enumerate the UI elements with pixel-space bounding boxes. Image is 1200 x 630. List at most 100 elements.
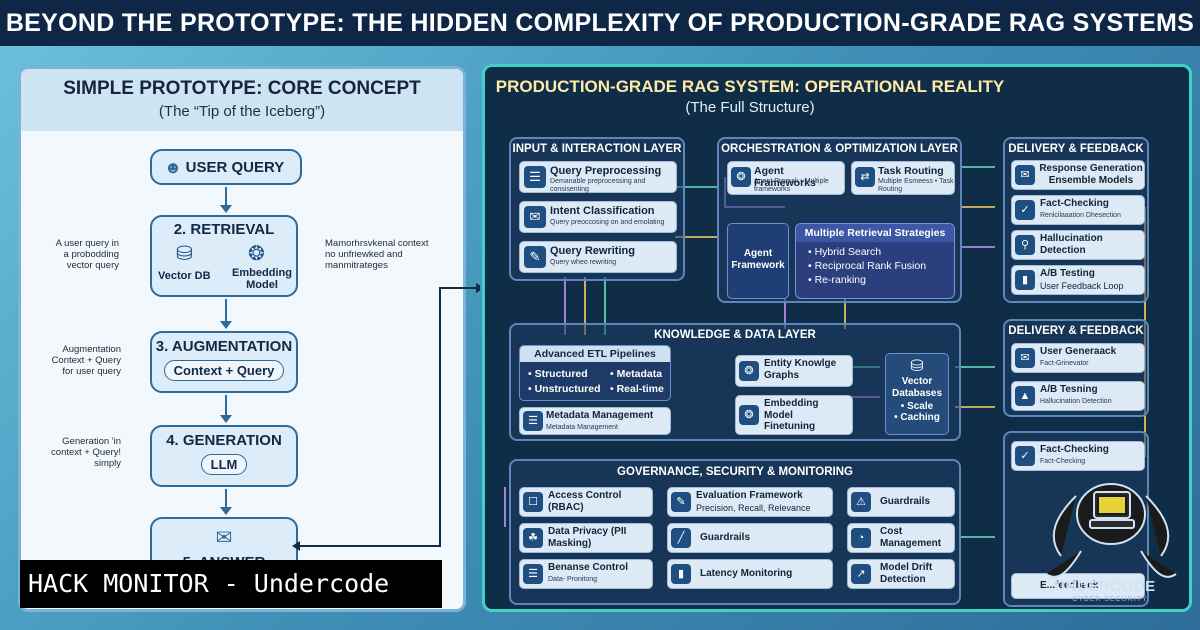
- vector-databases-card: ⛁ Vector Databases • Scale • Caching: [885, 353, 949, 435]
- user-generaack-sub: Fact-Grinevator: [1040, 360, 1089, 367]
- fact-checking-2-sub: Fact-Checking: [1040, 458, 1086, 465]
- left-panel-header: SIMPLE PROTOTYPE: CORE CONCEPT (The “Tip…: [21, 69, 463, 131]
- undercode-logo-text: UNDERCODE: [1054, 578, 1156, 595]
- intent-classification-title: Intent Classification: [550, 205, 655, 217]
- chat-icon: ✉: [1015, 348, 1035, 368]
- ab-testing-sub: User Feedback Loop: [1040, 281, 1124, 291]
- entity-graph-title: Entity Knowlge Graphs: [764, 358, 837, 381]
- strategy-item: • Hybrid Search: [808, 246, 882, 258]
- model-drift-card: ↗ Model Drift Detection: [847, 559, 955, 589]
- generation-box: 4. GENERATION LLM: [150, 425, 298, 487]
- governance-layer: GOVERNANCE, SECURITY & MONITORING ☐ Acce…: [509, 459, 961, 605]
- delivery-feedback-layer-2: DELIVERY & FEEDBACK ✉ User Generaack Fac…: [1003, 319, 1149, 417]
- gauge-icon: ◔: [851, 528, 871, 548]
- right-panel-subtitle: (The Full Structure): [685, 99, 815, 116]
- retrieval-box: 2. RETRIEVAL ⛁ ❂ Vector DB Embedding Mod…: [150, 215, 298, 297]
- latency-monitoring-title: Latency Monitoring: [700, 568, 793, 579]
- etl-item: • Structured: [528, 368, 588, 380]
- strategies-title: Multiple Retrieval Strategies: [796, 224, 954, 242]
- cost-management-card: ◔ Cost Management: [847, 523, 955, 553]
- fact-checking-card-2: ✓ Fact-Checking Fact-Checking: [1011, 441, 1145, 471]
- embedding-finetuning-title: Embedding Model Finetuning: [764, 398, 819, 432]
- etl-pipelines-card: Advanced ETL Pipelines • Structured • Me…: [519, 345, 671, 401]
- guardrails-card-2: ⚠ Guardrails: [847, 487, 955, 517]
- document-icon: ☰: [523, 411, 543, 431]
- augmentation-label: 3. AUGMENTATION: [155, 338, 293, 355]
- agent-frameworks-title: Agent Frameworks: [754, 165, 816, 189]
- bar-chart-icon: ▮: [1015, 270, 1035, 290]
- fact-checking-2-title: Fact-Checking: [1040, 444, 1109, 455]
- entity-graph-card: ❂ Entity Knowlge Graphs: [735, 355, 853, 387]
- agent-frameworks-card: ❂ Agent Frameworks Agent Promak • Multip…: [727, 161, 845, 195]
- task-routing-title: Task Routing: [878, 165, 944, 177]
- left-note-2: Augmentation Context + Query for user qu…: [51, 344, 121, 377]
- delivery-feedback-layer-1: DELIVERY & FEEDBACK ✉ Response Generatio…: [1003, 137, 1149, 303]
- data-privacy-title: Data Privacy (PII Masking): [548, 526, 627, 549]
- etl-item: • Metadata: [610, 368, 663, 380]
- augmentation-box: 3. AUGMENTATION Context + Query: [150, 331, 298, 393]
- benanse-control-sub: Data- Pronitong: [548, 576, 598, 583]
- left-note-3: Generation 'in context + Query! simply: [51, 436, 121, 469]
- feedback-title: E...feedback: [1040, 580, 1099, 591]
- etl-item: • Real-time: [610, 383, 664, 395]
- page-title: BEYOND THE PROTOTYPE: THE HIDDEN COMPLEX…: [0, 0, 1200, 46]
- document-icon: ☰: [523, 564, 543, 584]
- network-icon: ❂: [248, 243, 265, 265]
- undercode-octopus-logo: [1045, 483, 1177, 578]
- ab-tesning-card: ▲ A/B Tesning Hallucination Detection: [1011, 381, 1145, 411]
- shield-lock-icon: ☘: [523, 528, 543, 548]
- fact-checking-sub: Renlcilaaation Dhesection: [1040, 212, 1121, 219]
- input-layer-title: INPUT & INTERACTION LAYER: [512, 143, 682, 155]
- evaluation-framework-card: ✎ Evaluation Framework Precision, Recall…: [667, 487, 833, 517]
- agent-framework-card: Agent Framework: [727, 223, 789, 299]
- metadata-management-title: Metadata Management: [546, 410, 654, 421]
- megaphone-icon: ▲: [1015, 386, 1035, 406]
- feedback-card: E...feedback: [1011, 573, 1145, 599]
- retrieval-strategies-card: Multiple Retrieval Strategies • Hybrid S…: [795, 223, 955, 299]
- response-generation-card: ✉ Response Generation Ensemble Models: [1011, 160, 1145, 190]
- clipboard-icon: ✎: [671, 492, 691, 512]
- simple-prototype-panel: SIMPLE PROTOTYPE: CORE CONCEPT (The “Tip…: [18, 66, 466, 612]
- arrow-down: [220, 489, 232, 515]
- agent-framework-label: Agent Framework: [731, 248, 785, 271]
- left-note-1: A user query in a probodding vector quer…: [55, 238, 119, 271]
- fact-checking-card: ✓ Fact-Checking Renlcilaaation Dhesectio…: [1011, 195, 1145, 225]
- user-generaack-card: ✉ User Generaack Fact-Grinevator: [1011, 343, 1145, 373]
- production-system-panel: PRODUCTION-GRADE RAG SYSTEM: OPERATIONAL…: [482, 64, 1192, 612]
- database-icon: ⛁: [176, 243, 193, 265]
- hallucination-title: Hallucination Detection: [1040, 233, 1103, 256]
- knowledge-data-layer: KNOWLEDGE & DATA LAYER Advanced ETL Pipe…: [509, 323, 961, 441]
- ab-testing-title: A/B Testing: [1040, 268, 1095, 279]
- guardrails-card-1: ╱ Guardrails: [667, 523, 833, 553]
- left-panel-subtitle: (The “Tip of the Iceberg”): [158, 103, 326, 120]
- metadata-management-card: ☰ Metadata Management Metadata Managemen…: [519, 407, 671, 435]
- evaluation-framework-sub: Precision, Recall, Relevance: [696, 503, 811, 513]
- agent-frameworks-sub: Agent Promak • Multiple frameworks: [754, 178, 829, 193]
- orchestration-title: ORCHESTRATION & OPTIMIZATION LAYER: [721, 143, 958, 155]
- model-drift-title: Model Drift Detection: [880, 562, 933, 585]
- database-icon: ⛁: [910, 358, 924, 375]
- chat-icon: ✉: [1015, 165, 1035, 185]
- benanse-control-card: ☰ Benanse Control Data- Pronitong: [519, 559, 653, 589]
- etl-item: • Unstructured: [528, 383, 601, 395]
- embedding-finetuning-card: ❂ Embedding Model Finetuning: [735, 395, 853, 435]
- query-preprocessing-card: ☰ Query Preprocessing Demanable preproce…: [519, 161, 677, 193]
- delivery-2-title: DELIVERY & FEEDBACK: [1008, 325, 1144, 337]
- ruler-icon: ╱: [671, 528, 691, 548]
- ab-tesning-sub: Hallucination Detection: [1040, 398, 1112, 405]
- latency-monitoring-card: ▮ Latency Monitoring: [667, 559, 833, 589]
- delivery-1-title: DELIVERY & FEEDBACK: [1008, 143, 1144, 155]
- bar-chart-icon: ▮: [671, 564, 691, 584]
- governance-title: GOVERNANCE, SECURITY & MONITORING: [617, 466, 853, 478]
- guardrails-1-title: Guardrails: [700, 532, 751, 543]
- query-preprocessing-title: Query Preprocessing: [550, 165, 662, 177]
- warning-icon: ⚠: [851, 492, 871, 512]
- chat-icon: ✉: [215, 527, 233, 549]
- shield-check-icon: ✓: [1015, 446, 1035, 466]
- input-interaction-layer: INPUT & INTERACTION LAYER ☰ Query Prepro…: [509, 137, 685, 281]
- lock-icon: ☐: [523, 492, 543, 512]
- edit-icon: ✎: [524, 246, 546, 268]
- query-rewriting-card: ✎ Query Rewriting Query wheo rewriting: [519, 241, 677, 273]
- undercode-logo-subtext: CYBER SECURITY: [1072, 596, 1148, 603]
- metadata-management-sub: Metadata Management: [546, 424, 618, 431]
